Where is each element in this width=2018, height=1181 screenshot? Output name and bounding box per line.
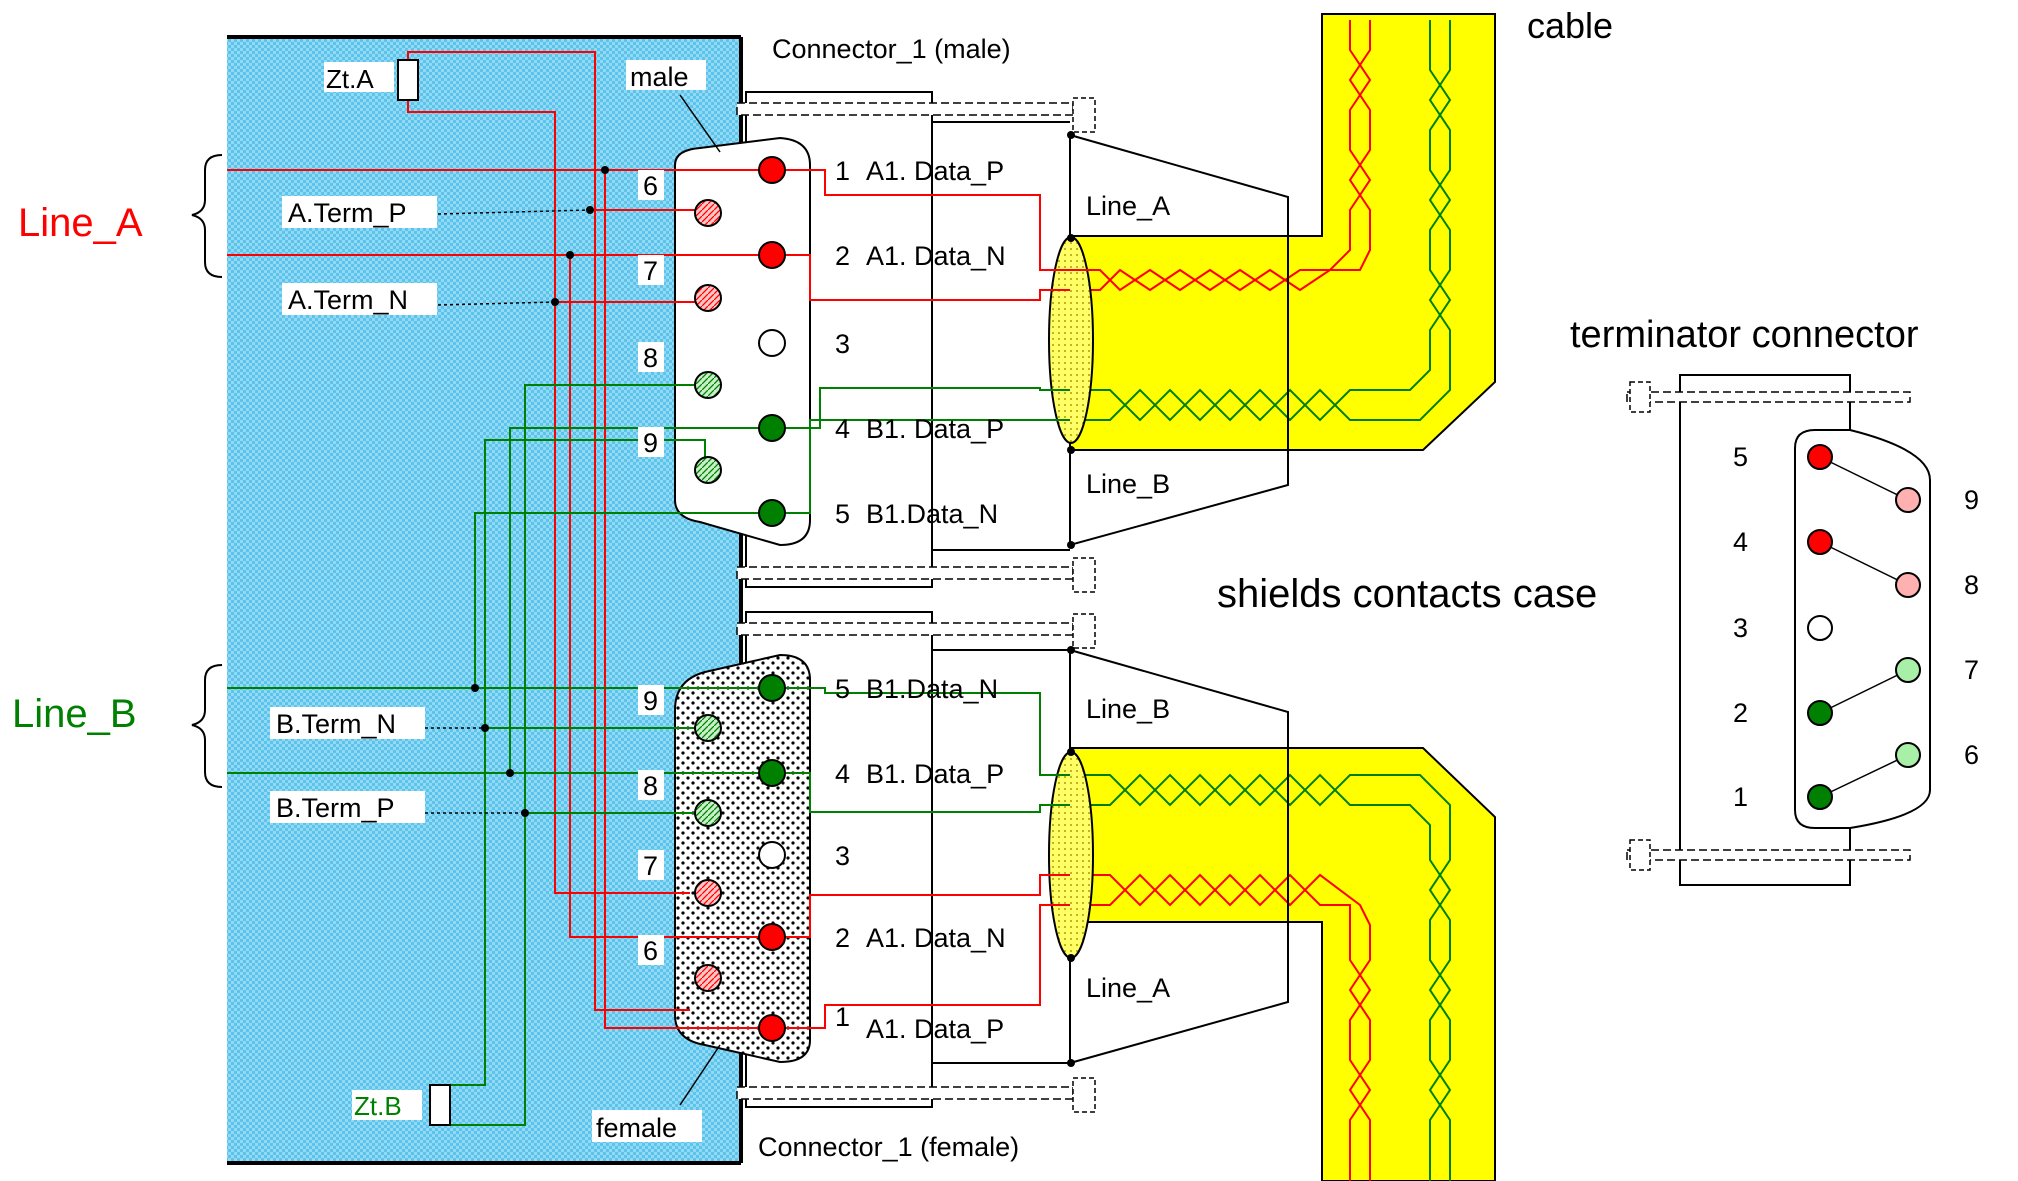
shields-case-label: shields contacts case	[1217, 572, 1597, 616]
terminator-pin-number: 7	[1964, 655, 1979, 685]
female-pin-signal: A1. Data_P	[866, 1014, 1004, 1044]
terminator-pin-1	[1807, 784, 1833, 810]
term-labels: A.Term_P A.Term_N B.Term_N B.Term_P	[270, 196, 437, 823]
cable-bottom	[1069, 747, 1496, 1181]
female-back-pin-9	[694, 714, 722, 742]
terminator-pin-2	[1807, 700, 1833, 726]
male-back-pin-7	[694, 284, 722, 312]
male-pin-number: 2	[835, 241, 850, 271]
female-pin-number: 2	[835, 923, 850, 953]
terminator-pin-number: 6	[1964, 740, 1979, 770]
female-back-pin-number: 8	[643, 771, 658, 801]
terminator-pin-7	[1895, 657, 1921, 683]
male-back-pins: 6 7 8 9	[638, 170, 722, 484]
male-pin-number: 5	[835, 499, 850, 529]
female-pin-number: 5	[835, 674, 850, 704]
terminator-pin-9	[1895, 487, 1921, 513]
male-back-pin-8	[694, 371, 722, 399]
female-pin-number: 3	[835, 841, 850, 871]
male-back-pin-6	[694, 199, 722, 227]
female-pin-1	[758, 1014, 786, 1042]
female-pin-signal: B1. Data_P	[866, 759, 1004, 789]
line-a-top-label: Line_A	[1086, 191, 1170, 221]
male-pin-signal: A1. Data_P	[866, 156, 1004, 186]
terminator-pin-number: 3	[1733, 613, 1748, 643]
male-pin-4	[758, 414, 786, 442]
terminator-pin-number: 1	[1733, 782, 1748, 812]
female-pin-signal: B1.Data_N	[866, 674, 998, 704]
cable-top: cable	[1069, 5, 1613, 451]
line-b-top-label: Line_B	[1086, 469, 1170, 499]
terminator-pin-8	[1895, 572, 1921, 598]
b-term-p-label: B.Term_P	[276, 793, 395, 823]
line-b-bottom-label: Line_B	[1086, 694, 1170, 724]
male-pin-2	[758, 241, 786, 269]
male-pin-signal: A1. Data_N	[866, 241, 1006, 271]
female-pin-5	[758, 674, 786, 702]
terminator-pins: 5 4 3 2 1 9 8 7 6	[1733, 442, 1979, 812]
female-pin-2	[758, 923, 786, 951]
connector-female-title: Connector_1 (female)	[758, 1132, 1019, 1162]
female-back-pin-number: 9	[643, 686, 658, 716]
resistor-zt-b: Zt.B	[352, 1084, 451, 1126]
male-pins: 1 A1. Data_P 2 A1. Data_N 3 4 B1. Data_P 5 B1.Da…	[758, 156, 1006, 529]
zt-a-label: Zt.A	[326, 64, 374, 94]
a-term-p-label: A.Term_P	[288, 198, 407, 228]
male-back-pin-9	[694, 456, 722, 484]
terminator-pin-number: 8	[1964, 570, 1979, 600]
female-pin-signal: A1. Data_N	[866, 923, 1006, 953]
female-back-pin-number: 6	[643, 936, 658, 966]
terminator-pin-3	[1807, 615, 1833, 641]
line-b-label: Line_B	[12, 692, 137, 736]
terminator-pin-6	[1895, 742, 1921, 768]
terminator-pin-number: 9	[1964, 485, 1979, 515]
male-back-pin-number: 9	[643, 428, 658, 458]
connector-male-title: Connector_1 (male)	[772, 34, 1011, 64]
line-a-label: Line_A	[18, 201, 143, 245]
line-b-bracket	[191, 664, 223, 788]
male-pin-signal: B1. Data_P	[866, 414, 1004, 444]
terminator-pin-4	[1807, 529, 1833, 555]
term-leaders	[425, 209, 591, 814]
terminator-pin-number: 4	[1733, 527, 1748, 557]
male-back-pin-number: 6	[643, 171, 658, 201]
terminator-pin-number: 5	[1733, 442, 1748, 472]
wiring	[227, 51, 1100, 1126]
female-label: female	[596, 1113, 677, 1143]
cable-label: cable	[1527, 5, 1613, 46]
female-back-pins: 9 8 7 6	[638, 685, 722, 992]
terminator-pin-5	[1807, 444, 1833, 470]
male-pin-number: 4	[835, 414, 850, 444]
zt-b-label: Zt.B	[354, 1091, 402, 1121]
terminator-title: terminator connector	[1570, 314, 1919, 356]
line-a-bracket	[191, 154, 223, 278]
male-pin-3	[758, 329, 786, 357]
female-pin-4	[758, 759, 786, 787]
terminator-connector: terminator connector 5 4 3 2 1 9 8 7 6	[1570, 314, 1979, 886]
female-back-pin-7	[694, 879, 722, 907]
male-label: male	[630, 62, 689, 92]
male-pin-number: 3	[835, 329, 850, 359]
b-term-n-label: B.Term_N	[276, 709, 396, 739]
male-pin-number: 1	[835, 156, 850, 186]
female-back-pin-number: 7	[643, 851, 658, 881]
male-back-pin-number: 8	[643, 343, 658, 373]
female-pin-number: 4	[835, 759, 850, 789]
male-pin-5	[758, 499, 786, 527]
female-pin-number: 1	[835, 1002, 850, 1032]
male-pin-signal: B1.Data_N	[866, 499, 998, 529]
line-a-bottom-label: Line_A	[1086, 973, 1170, 1003]
female-pins: 5 B1.Data_N 4 B1. Data_P 3 2 A1. Data_N 1 A1. Da…	[758, 674, 1006, 1044]
male-back-pin-number: 7	[643, 256, 658, 286]
female-back-pin-8	[694, 799, 722, 827]
resistor-zt-a: Zt.A	[324, 59, 419, 101]
a-term-n-label: A.Term_N	[288, 285, 408, 315]
terminator-pin-number: 2	[1733, 698, 1748, 728]
female-pin-3	[758, 841, 786, 869]
male-pin-1	[758, 156, 786, 184]
female-back-pin-6	[694, 964, 722, 992]
